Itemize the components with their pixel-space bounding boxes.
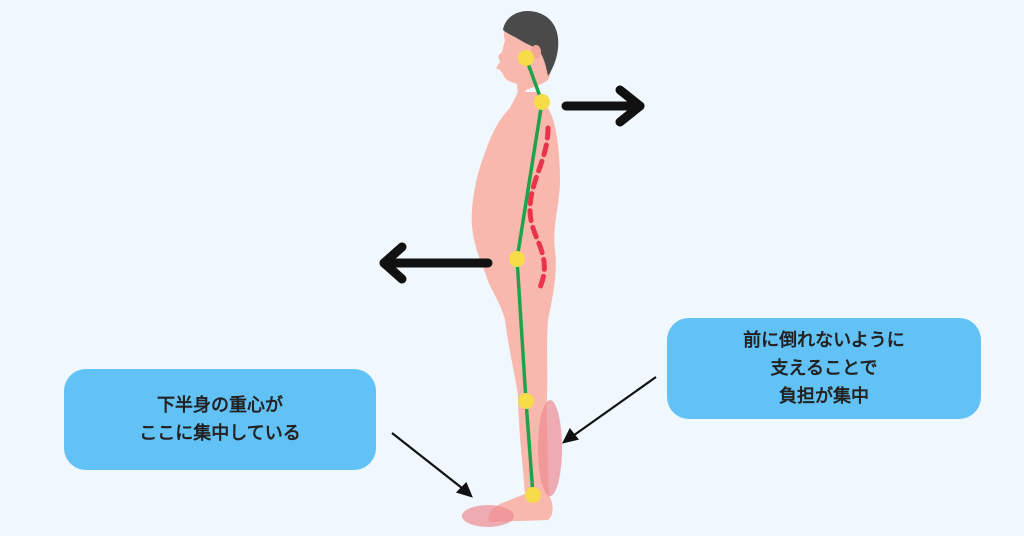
hair: [503, 10, 559, 77]
callout-left-line-2: ここに集中している: [139, 422, 301, 444]
spine-curve-dashed: [527, 125, 551, 295]
callout-right-line-3: 負担が集中: [779, 385, 869, 407]
body: [471, 92, 560, 522]
calf-pressure-area: [538, 400, 562, 496]
joint-hip: [509, 251, 525, 267]
callout-calf-burden: 前に倒れないように 支えることで 負担が集中: [667, 318, 981, 419]
pointer-to-calf: [561, 376, 657, 444]
joint-ear: [518, 50, 534, 66]
callout-lower-body-center: 下半身の重心が ここに集中している: [64, 369, 376, 470]
joint-markers: [509, 50, 550, 503]
pointer-to-foot: [391, 432, 473, 498]
joint-ankle: [525, 487, 541, 503]
callout-right-line-1: 前に倒れないように: [743, 329, 905, 351]
callout-right-line-2: 支えることで: [770, 357, 878, 379]
callout-left-line-1: 下半身の重心が: [157, 394, 283, 416]
arrow-right-icon: [561, 85, 645, 127]
joint-knee: [518, 393, 534, 409]
joint-shoulder: [534, 94, 550, 110]
foot-pressure-area: [462, 505, 514, 527]
arrow-left-icon: [379, 242, 493, 284]
